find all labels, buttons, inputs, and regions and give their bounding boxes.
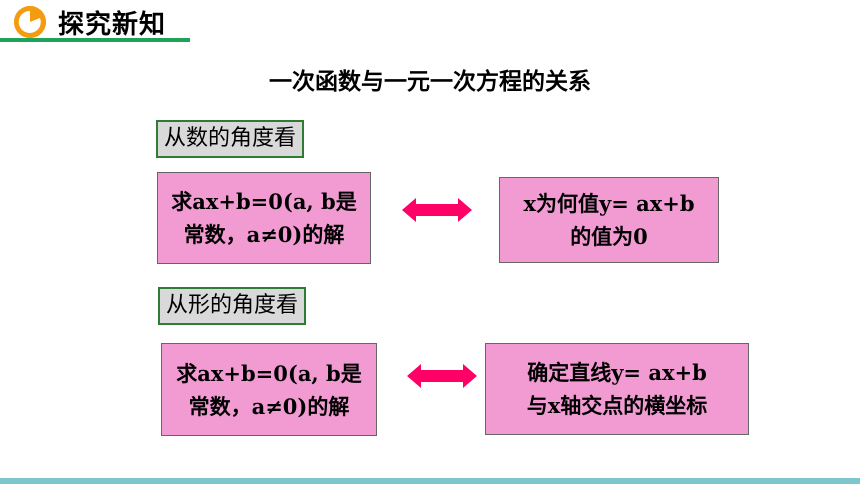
section2-right-line2: 与x轴交点的横坐标 [526, 393, 708, 418]
pie-icon [14, 6, 46, 38]
section1-right-line2: 的值为0 [570, 224, 648, 249]
double-arrow-icon [402, 198, 472, 222]
section2-left-box: 求ax+b=0(a, b是 常数，a≠0)的解 [161, 343, 377, 436]
section1-left-box: 求ax+b=0(a, b是 常数，a≠0)的解 [157, 172, 371, 264]
header: 探究新知 [0, 0, 190, 44]
section1-right-box: x为何值y= ax+b 的值为0 [499, 177, 719, 263]
section1-left-line2: 常数，a≠0)的解 [183, 222, 345, 247]
section1-left-line1: 求ax+b=0(a, b是 [171, 189, 357, 214]
section2-left-line1: 求ax+b=0(a, b是 [176, 360, 362, 386]
header-title: 探究新知 [58, 10, 167, 40]
page-title: 一次函数与一元一次方程的关系 [269, 69, 591, 95]
section1-right-line1: x为何值y= ax+b [523, 191, 695, 216]
header-underline [0, 38, 190, 42]
section2-left-line2: 常数，a≠0)的解 [188, 393, 350, 419]
bottom-bar [0, 478, 860, 484]
section2-right-line1: 确定直线y= ax+b [527, 360, 707, 385]
double-arrow-icon [407, 364, 477, 388]
section2-right-box: 确定直线y= ax+b 与x轴交点的横坐标 [485, 343, 749, 435]
section1-label: 从数的角度看 [156, 120, 305, 158]
section2-label: 从形的角度看 [158, 287, 307, 325]
